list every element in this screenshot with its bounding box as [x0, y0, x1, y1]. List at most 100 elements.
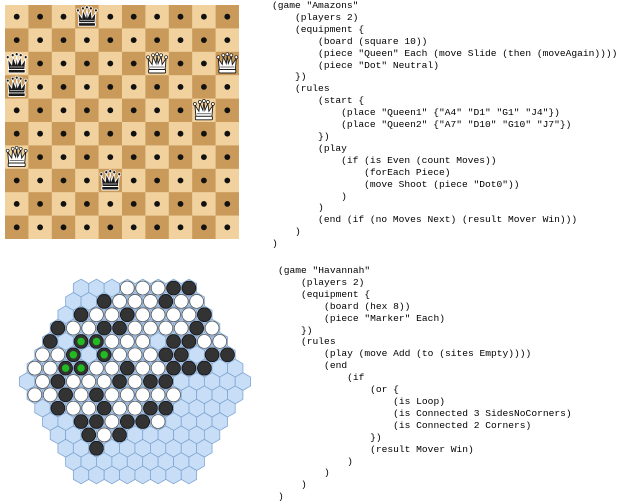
white-stone — [135, 307, 151, 323]
dot-marker — [37, 177, 43, 184]
dot-marker — [130, 37, 137, 43]
white-stone — [112, 400, 127, 416]
white-queen-icon[interactable] — [146, 52, 168, 74]
dot-marker — [107, 107, 114, 114]
dot-marker — [224, 154, 231, 161]
dot-marker — [130, 154, 137, 161]
code-line: (board (hex 8)) — [278, 300, 411, 312]
code-line: ) — [272, 190, 347, 202]
white-stone — [119, 334, 135, 349]
hex-cell[interactable] — [119, 465, 136, 485]
dot-marker — [13, 13, 20, 20]
dot-marker — [201, 13, 207, 20]
hex-cell[interactable] — [103, 465, 120, 485]
white-stone — [81, 400, 97, 416]
amazons-code: (game "Amazons" (players 2) (equipment {… — [272, 0, 617, 250]
black-stone — [112, 374, 127, 389]
hex-cell[interactable] — [134, 465, 151, 485]
white-stone — [65, 374, 81, 389]
black-queen-icon[interactable] — [5, 75, 28, 97]
dot-marker — [13, 224, 20, 231]
black-stone — [166, 334, 181, 349]
code-line: ) — [278, 491, 284, 503]
dot-marker — [177, 107, 184, 114]
black-stone — [50, 400, 66, 416]
black-stone — [220, 347, 235, 363]
dot-marker — [154, 201, 161, 207]
dot-marker — [37, 37, 43, 43]
dot-marker — [177, 13, 184, 20]
white-stone — [135, 360, 151, 376]
black-queen-icon[interactable] — [5, 52, 28, 74]
code-line: ) — [272, 238, 278, 250]
amazons-board[interactable] — [5, 5, 239, 239]
dot-marker — [107, 60, 114, 67]
black-stone — [143, 374, 158, 389]
dot-marker — [13, 177, 20, 184]
dot-marker — [60, 107, 67, 114]
white-queen-icon[interactable] — [216, 52, 239, 74]
dot-marker — [224, 84, 231, 90]
black-stone — [50, 320, 66, 336]
white-stone — [143, 294, 158, 309]
white-stone — [166, 387, 181, 403]
white-stone — [150, 360, 166, 376]
dot-marker — [130, 13, 137, 20]
code-line: }) — [272, 130, 330, 142]
dot-marker — [84, 201, 90, 207]
dot-marker — [177, 37, 184, 43]
code-line: (players 2) — [278, 276, 365, 288]
white-queen-icon[interactable] — [193, 99, 215, 121]
black-stone — [158, 400, 174, 416]
code-line: (equipment { — [278, 288, 371, 300]
dot-marker — [60, 84, 67, 90]
dot-marker — [107, 130, 114, 137]
black-stone — [119, 414, 135, 429]
hex-cell[interactable] — [72, 465, 90, 485]
black-stone — [166, 360, 181, 376]
black-stone — [166, 280, 181, 296]
black-queen-icon[interactable] — [76, 5, 98, 27]
dot-marker — [130, 107, 137, 114]
black-stone — [197, 307, 212, 323]
dot-marker — [154, 130, 161, 137]
hex-cell[interactable] — [165, 465, 182, 485]
dot-marker — [60, 130, 67, 137]
white-stone — [127, 374, 143, 389]
dot-marker — [154, 154, 161, 161]
dot-marker — [60, 154, 67, 161]
loop-marker — [77, 364, 85, 372]
hex-cell[interactable] — [88, 465, 105, 485]
dot-marker — [37, 107, 43, 114]
dot-marker — [224, 224, 231, 231]
code-line: (game "Havannah" — [278, 265, 371, 276]
white-stone — [197, 334, 212, 349]
white-stone — [150, 307, 166, 323]
havannah-board[interactable] — [0, 265, 270, 498]
code-line: (board (square 10)) — [272, 35, 428, 47]
dot-marker — [201, 224, 207, 231]
hex-cell[interactable] — [150, 465, 167, 485]
dot-marker — [84, 107, 90, 114]
black-queen-icon[interactable] — [99, 169, 122, 191]
black-stone — [189, 320, 205, 336]
havannah-code: (game "Havannah" (players 2) (equipment … — [278, 265, 572, 503]
code-line: (piece "Marker" Each) — [278, 312, 445, 324]
black-stone — [112, 427, 127, 443]
dot-marker — [177, 201, 184, 207]
code-line: (players 2) — [272, 11, 359, 23]
code-line: (move Shoot (piece "Dot0")) — [272, 178, 520, 190]
black-stone — [119, 360, 135, 376]
white-stone — [112, 347, 127, 363]
white-stone — [181, 307, 197, 323]
code-line: ) — [278, 467, 330, 479]
white-stone — [73, 387, 89, 403]
code-line: (end (if (no Moves Next) (result Mover W… — [272, 214, 578, 226]
black-stone — [119, 307, 135, 323]
dot-marker — [177, 224, 184, 231]
black-stone — [50, 374, 66, 389]
white-queen-icon[interactable] — [5, 145, 28, 168]
white-stone — [166, 307, 181, 323]
white-stone — [135, 280, 151, 296]
hex-cell[interactable] — [180, 465, 198, 485]
